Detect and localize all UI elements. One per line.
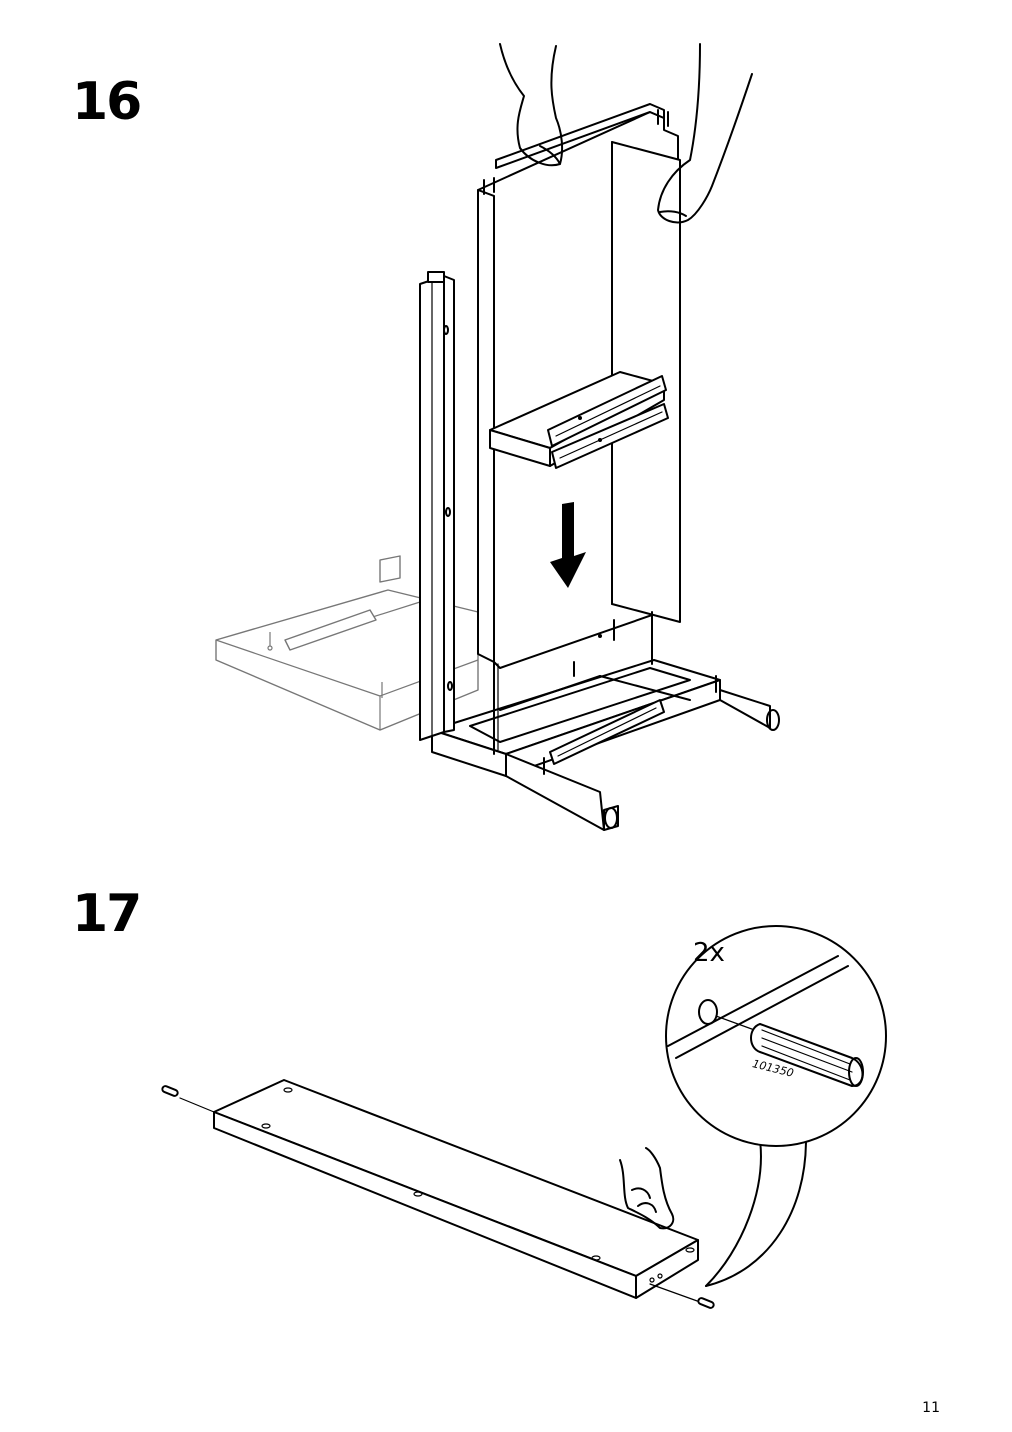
dowel-right: [649, 1283, 715, 1309]
board: [213, 1079, 699, 1299]
callout-quantity: 2x: [693, 938, 725, 968]
step17-illustration: [161, 925, 887, 1309]
side-panel: [477, 103, 681, 755]
pointing-hand-icon: [619, 1147, 675, 1230]
base-frame: [431, 659, 780, 831]
dowel-101350-icon: [750, 1023, 864, 1087]
step-number-17: 17: [72, 884, 142, 944]
hands-icon: [499, 43, 753, 224]
page-number: 11: [922, 1400, 940, 1416]
dowel-left: [161, 1085, 215, 1113]
down-arrow-icon: [550, 502, 586, 588]
left-upright: [419, 271, 455, 741]
dowel-callout: [665, 925, 887, 1287]
step16-illustration: [215, 43, 780, 831]
step-number-16: 16: [72, 72, 142, 132]
